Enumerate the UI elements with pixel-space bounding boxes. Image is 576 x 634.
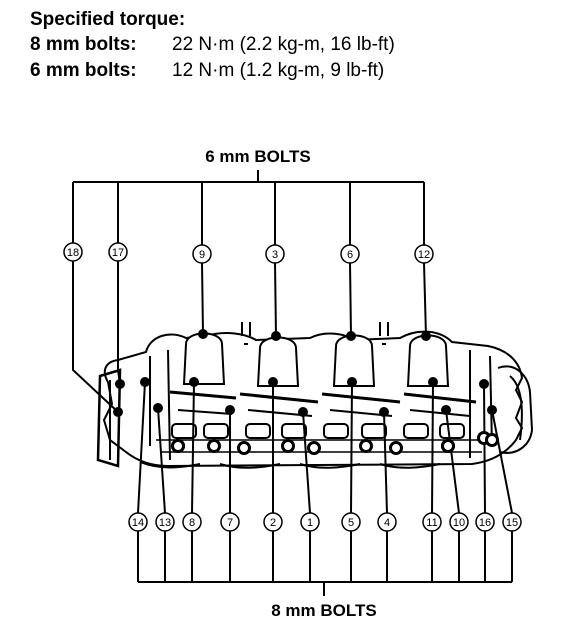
bottom-bolt-washer <box>359 439 373 453</box>
bottom-leader-upper <box>302 411 311 514</box>
top-callout-number: 9 <box>199 249 205 261</box>
bottom-bolt-head <box>379 407 389 417</box>
bottom-callout-number: 11 <box>426 517 437 529</box>
top-bolt-head <box>346 331 356 341</box>
bottom-callout-circle <box>128 512 148 532</box>
bottom-callout-circle <box>502 512 522 532</box>
bottom-callout-number: 14 <box>132 517 144 529</box>
top-leader-lower <box>201 262 204 335</box>
bottom-callout-circle <box>182 512 202 532</box>
bottom-leader-upper <box>491 409 513 514</box>
bottom-bolt-head <box>298 407 308 417</box>
top-bolt-head <box>421 331 431 341</box>
top-leaders: 18 17 9 3 6 12 <box>63 170 434 417</box>
top-leader-lower <box>117 261 121 385</box>
bottom-callout-circle <box>422 512 442 532</box>
bottom-leader-upper <box>431 381 434 514</box>
bottom-bolt-washer <box>485 433 499 447</box>
bottom-bolt-washer <box>207 439 221 453</box>
spec-row-6mm: 6 mm bolts: 12 N·m (1.2 kg-m, 9 lb-ft) <box>30 58 395 84</box>
spec-row-label: 8 mm bolts: <box>30 34 137 55</box>
bottom-callout-number: 2 <box>270 517 276 529</box>
bottom-callout-circle <box>341 512 361 532</box>
top-bolt-head <box>198 329 208 339</box>
bottom-callout-number: 15 <box>506 517 518 529</box>
bottom-leader-upper <box>383 411 388 514</box>
bottom-leader-upper <box>483 383 486 514</box>
torque-spec: Specified torque: 8 mm bolts: 22 N·m (2.2… <box>30 8 395 84</box>
bottom-leader-upper <box>191 381 195 514</box>
top-callout-circle <box>192 244 212 264</box>
bottom-bolt-washer <box>441 439 455 453</box>
bottom-callout-number: 5 <box>348 517 354 529</box>
top-leader-lower <box>72 261 119 413</box>
spec-row-label: 6 mm bolts: <box>30 60 137 81</box>
cylinder-head-drawing <box>96 322 534 469</box>
top-callout-circle <box>108 242 128 262</box>
top-bolt-head <box>115 379 125 389</box>
top-leader-lower <box>349 262 352 337</box>
bottom-bolt-head <box>479 379 489 389</box>
bottom-callout-circle <box>449 512 469 532</box>
bottom-callout-circle <box>475 512 495 532</box>
bottom-bolt-head <box>153 403 163 413</box>
top-callout-number: 18 <box>67 247 79 259</box>
spec-row-value: 12 N·m (1.2 kg-m, 9 lb-ft) <box>172 60 385 81</box>
bottom-callout-number: 10 <box>453 517 465 529</box>
bottom-bolt-washer <box>237 441 251 455</box>
top-callout-circle <box>340 244 360 264</box>
bottom-callout-number: 13 <box>159 517 171 529</box>
bottom-callout-number: 4 <box>384 517 390 529</box>
bottom-callout-circle <box>220 512 240 532</box>
bottom-bolt-head <box>140 377 150 387</box>
bottom-bolt-head <box>441 405 451 415</box>
bottom-bolt-head <box>189 377 199 387</box>
top-callout-circle <box>63 242 83 262</box>
bottom-bolt-head <box>487 405 497 415</box>
bottom-leader-upper <box>157 407 166 514</box>
top-callout-number: 12 <box>418 249 430 261</box>
spec-title: Specified torque: <box>30 9 186 30</box>
top-bolt-head <box>271 331 281 341</box>
bottom-leader-upper <box>137 381 146 514</box>
spec-row-8mm: 8 mm bolts: 22 N·m (2.2 kg-m, 16 lb-ft) <box>30 32 395 58</box>
bottom-callout-number: 16 <box>479 517 491 529</box>
bottom-callout-circle <box>377 512 397 532</box>
top-group-label: 6 mm BOLTS <box>205 147 310 166</box>
bottom-bolt-head <box>428 377 438 387</box>
top-callout-number: 3 <box>272 249 278 261</box>
bottom-leader-upper <box>445 409 460 514</box>
top-callout-number: 17 <box>112 247 124 259</box>
bottom-bolt-washer <box>389 441 403 455</box>
bottom-callout-circle <box>155 512 175 532</box>
bottom-leader-upper <box>350 381 353 514</box>
top-leader-lower <box>274 262 277 337</box>
bottom-bolt-washer <box>281 439 295 453</box>
top-leader-lower <box>423 262 427 337</box>
top-callout-circle <box>265 244 285 264</box>
bottom-callout-number: 1 <box>307 517 313 529</box>
bottom-group-label: 8 mm BOLTS <box>271 601 376 620</box>
bottom-callout-number: 7 <box>227 517 233 529</box>
bottom-bolt-washer <box>307 441 321 455</box>
bottom-bolt-head <box>347 377 357 387</box>
top-bolt-head <box>113 407 123 417</box>
bottom-bolt-head <box>268 377 278 387</box>
top-callout-number: 6 <box>347 249 353 261</box>
bottom-callout-circle <box>300 512 320 532</box>
spec-row-value: 22 N·m (2.2 kg-m, 16 lb-ft) <box>172 34 395 55</box>
top-callout-circle <box>414 244 434 264</box>
bottom-bolt-head <box>225 405 235 415</box>
bottom-callout-circle <box>263 512 283 532</box>
bottom-bolt-washer <box>171 439 185 453</box>
bottom-callout-number: 8 <box>189 517 195 529</box>
